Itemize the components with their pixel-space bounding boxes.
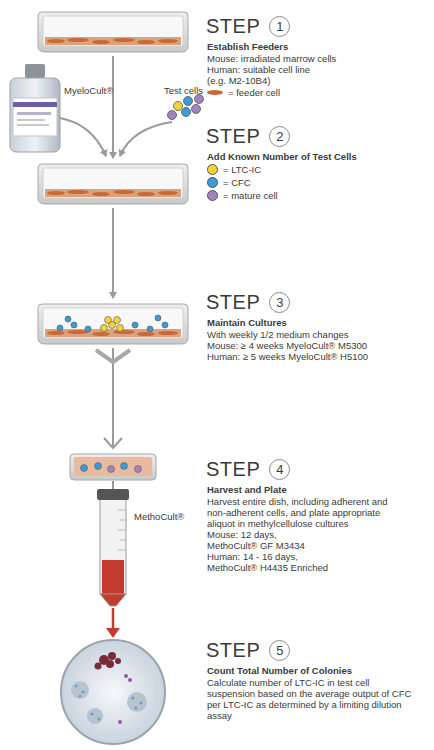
step-marker: STEP 1 xyxy=(206,15,290,38)
legend-swatch xyxy=(207,177,218,188)
step-title: Maintain Cultures xyxy=(207,317,419,328)
legend-swatch xyxy=(207,190,218,201)
step-word: STEP xyxy=(206,291,260,314)
step-text: Maintain CulturesWith weekly 1/2 medium … xyxy=(207,317,419,362)
step-detail: Human: 14 - 16 days, xyxy=(207,551,419,562)
step-detail: MethoCult® H4435 Enriched xyxy=(207,562,419,573)
step-detail: Mouse: ≥ 4 weeks MyeloCult® M5300 xyxy=(207,340,419,351)
step-marker: STEP 3 xyxy=(206,291,290,314)
step-detail: With weekly 1/2 medium changes xyxy=(207,329,419,340)
step-title: Count Total Number of Colonies xyxy=(207,665,419,676)
illustration-label: MethoCult® xyxy=(134,511,184,522)
harvest-dish xyxy=(70,454,156,480)
step-word: STEP xyxy=(206,15,260,38)
legend-text: = feeder cell xyxy=(228,87,280,98)
cultured-cells xyxy=(57,315,168,332)
legend-row: = feeder cell xyxy=(207,86,419,99)
methocult-tube xyxy=(97,489,129,606)
step-detail: MethoCult® GF M3434 xyxy=(207,540,419,551)
step-word: STEP xyxy=(206,458,260,481)
colony-dish xyxy=(61,640,165,744)
legend-text: = mature cell xyxy=(223,190,278,201)
medium-bottle xyxy=(10,64,60,152)
legend-row: = CFC xyxy=(207,176,419,189)
illustration-label: MyeloCult® xyxy=(64,85,113,96)
step-detail: (e.g. M2-10B4) xyxy=(207,75,419,86)
step-number: 3 xyxy=(269,292,290,313)
step-number: 4 xyxy=(269,459,290,480)
step-text: Harvest and PlateHarvest entire dish, in… xyxy=(207,484,419,573)
step-detail: Harvest entire dish, including adherent … xyxy=(207,496,407,529)
step-detail: Human: suitable cell line xyxy=(207,64,419,75)
step-detail: Human: ≥ 5 weeks MyeloCult® H5100 xyxy=(207,351,419,362)
step-title: Establish Feeders xyxy=(207,41,419,52)
step-marker: STEP 5 xyxy=(206,639,290,662)
step-number: 5 xyxy=(269,640,290,661)
step-text: Count Total Number of ColoniesCalculate … xyxy=(207,665,419,721)
step-number: 2 xyxy=(269,126,290,147)
illustration-label: Test cells xyxy=(164,85,203,96)
step-word: STEP xyxy=(206,639,260,662)
legend-row: = mature cell xyxy=(207,189,419,202)
step-detail: Mouse: irradiated marrow cells xyxy=(207,53,419,64)
legend-swatch xyxy=(207,90,223,95)
step-detail: Mouse: 12 days, xyxy=(207,529,419,540)
step-text: Add Known Number of Test Cells = LTC-IC = … xyxy=(207,151,419,202)
legend-swatch xyxy=(207,164,218,175)
step-title: Add Known Number of Test Cells xyxy=(207,151,419,162)
legend-row: = LTC-IC xyxy=(207,163,419,176)
step-marker: STEP 2 xyxy=(206,125,290,148)
legend-text: = CFC xyxy=(223,177,251,188)
step-title: Harvest and Plate xyxy=(207,484,419,495)
test-cells xyxy=(168,95,204,120)
step-text: Establish FeedersMouse: irradiated marro… xyxy=(207,41,419,99)
step-number: 1 xyxy=(269,16,290,37)
legend-text: = LTC-IC xyxy=(223,164,261,175)
step-marker: STEP 4 xyxy=(206,458,290,481)
step-word: STEP xyxy=(206,125,260,148)
step-detail: Calculate number of LTC-IC in test cell … xyxy=(207,677,419,721)
